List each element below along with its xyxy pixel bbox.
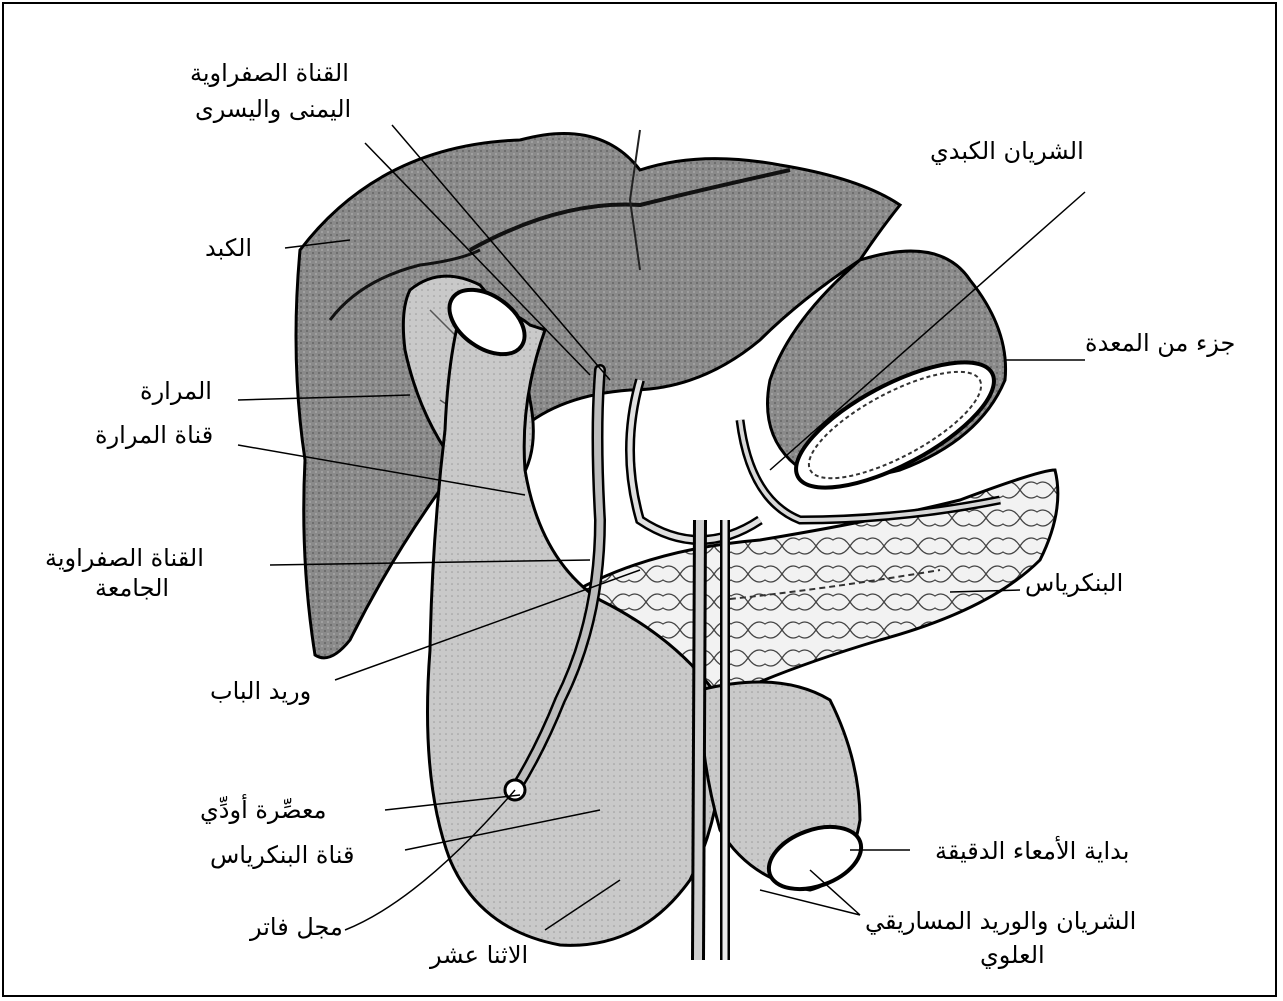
label-ampulla-of-vater: مجل فاتر	[250, 912, 343, 942]
label-duodenum: الاثنا عشر	[430, 940, 528, 970]
label-mesenteric-line1: الشريان والوريد المساريقي	[865, 906, 1136, 936]
label-common-bile-duct-line2: الجامعة	[95, 573, 169, 603]
label-pancreas: البنكرياس	[1025, 568, 1123, 598]
label-gallbladder: المرارة	[140, 376, 212, 406]
label-small-intestine-start: بداية الأمعاء الدقيقة	[935, 836, 1129, 866]
label-pancreatic-duct: قناة البنكرياس	[210, 840, 354, 870]
label-stomach-part: جزء من المعدة	[1085, 328, 1235, 358]
label-sphincter-of-oddi: معصِّرة أودِّي	[200, 795, 326, 825]
label-cystic-duct: قناة المرارة	[95, 420, 213, 450]
label-mesenteric-line2: العلوي	[980, 940, 1045, 970]
label-common-bile-duct-line1: القناة الصفراوية	[45, 543, 204, 573]
label-hepatic-ducts-line1: القناة الصفراوية	[190, 58, 349, 88]
label-liver: الكبد	[205, 233, 252, 263]
label-hepatic-ducts-line2: اليمنى واليسرى	[195, 94, 351, 124]
label-portal-vein: وريد الباب	[210, 676, 311, 706]
label-hepatic-artery: الشريان الكبدي	[930, 136, 1084, 166]
